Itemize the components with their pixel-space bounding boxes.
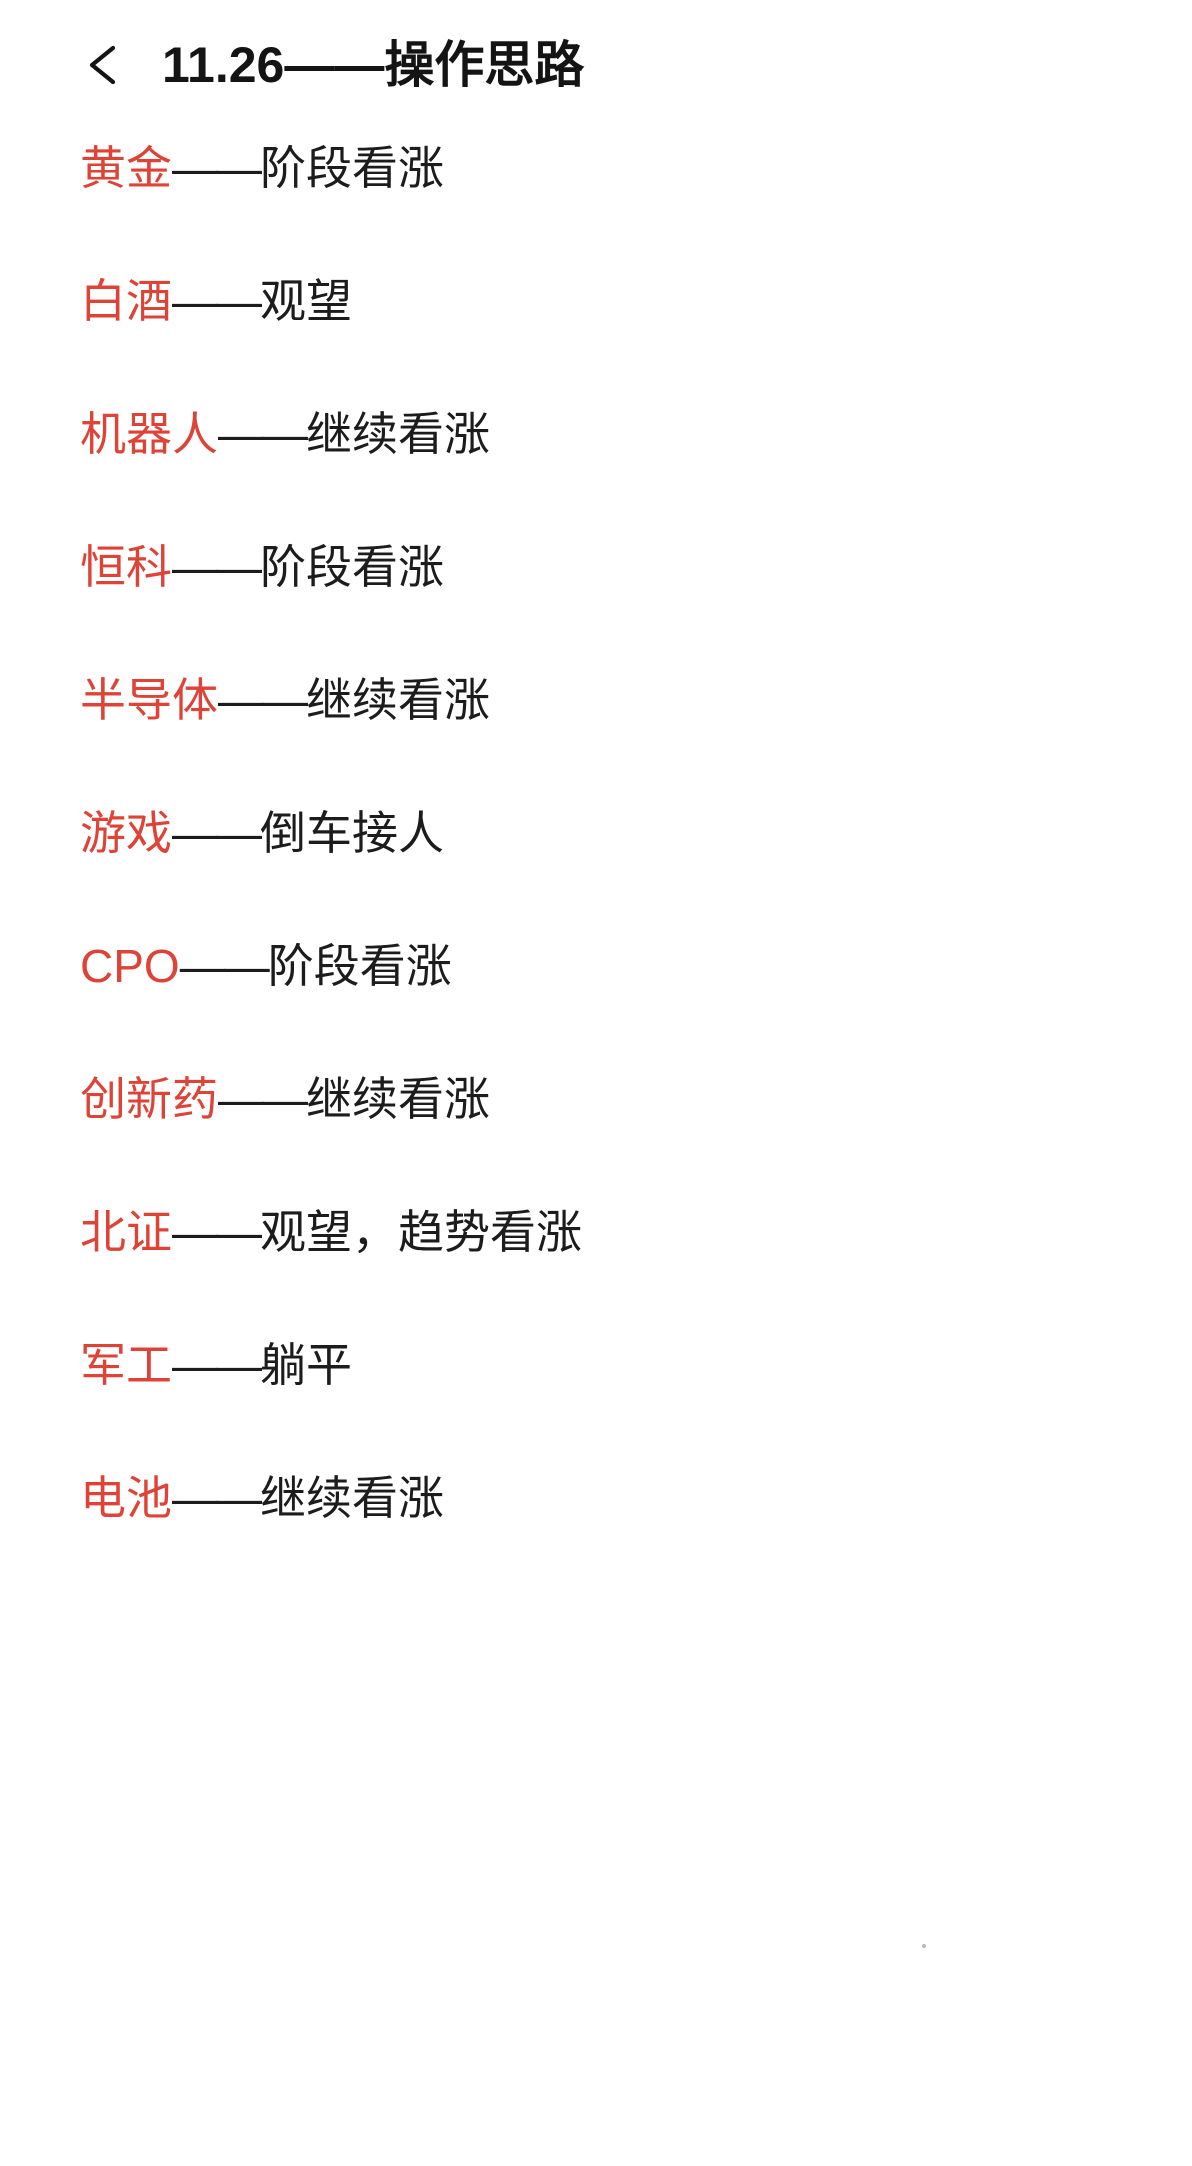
entry-line: 恒科——阶段看涨 — [80, 539, 444, 597]
entry-note: 观望 — [260, 275, 352, 327]
entry-separator: —— — [218, 1073, 308, 1125]
list-item: 白酒——观望 — [80, 273, 1192, 406]
entry-line: 半导体——继续看涨 — [80, 672, 490, 730]
entry-separator: —— — [172, 541, 262, 593]
entry-line: 北证——观望，趋势看涨 — [80, 1204, 582, 1262]
entry-note: 阶段看涨 — [267, 940, 452, 992]
entry-sector: CPO — [80, 940, 180, 992]
entry-sector: 军工 — [80, 1339, 172, 1391]
list-item: 半导体——继续看涨 — [80, 672, 1192, 805]
list-item: CPO——阶段看涨 — [80, 938, 1192, 1071]
entry-note: 继续看涨 — [306, 408, 490, 460]
entry-separator: —— — [179, 940, 270, 992]
entry-line: 游戏——倒车接人 — [80, 805, 444, 863]
entry-line: 创新药——继续看涨 — [80, 1071, 490, 1129]
entry-line: CPO——阶段看涨 — [80, 938, 452, 996]
entry-separator: —— — [172, 275, 262, 327]
entry-note: 躺平 — [260, 1339, 352, 1391]
entry-separator: —— — [172, 807, 262, 859]
list-item: 黄金——阶段看涨 — [80, 140, 1192, 273]
list-item: 军工——躺平 — [80, 1337, 1192, 1470]
page-header: 11.26——操作思路 — [0, 0, 1192, 96]
entry-sector: 游戏 — [80, 807, 172, 859]
list-item: 游戏——倒车接人 — [80, 805, 1192, 938]
entry-sector: 白酒 — [80, 275, 172, 327]
list-item: 创新药——继续看涨 — [80, 1071, 1192, 1204]
entry-note: 阶段看涨 — [260, 142, 444, 194]
back-arrow-icon — [79, 37, 135, 93]
list-item: 北证——观望，趋势看涨 — [80, 1204, 1192, 1337]
entry-separator: —— — [172, 1472, 262, 1524]
entry-separator: —— — [218, 674, 308, 726]
entry-sector: 机器人 — [80, 408, 218, 460]
entry-line: 黄金——阶段看涨 — [80, 140, 444, 198]
entry-line: 机器人——继续看涨 — [80, 406, 490, 464]
back-button[interactable] — [78, 36, 136, 94]
entry-note: 继续看涨 — [306, 1073, 490, 1125]
entry-note: 倒车接人 — [260, 807, 444, 859]
entry-separator: —— — [172, 142, 262, 194]
entry-separator: —— — [218, 408, 308, 460]
entry-sector: 黄金 — [80, 142, 172, 194]
entry-note: 继续看涨 — [306, 674, 490, 726]
list-item: 恒科——阶段看涨 — [80, 539, 1192, 672]
list-item: 电池——继续看涨 — [80, 1470, 1192, 1603]
entry-line: 白酒——观望 — [80, 273, 352, 331]
list-item: 机器人——继续看涨 — [80, 406, 1192, 539]
entry-note: 观望，趋势看涨 — [260, 1206, 582, 1258]
image-artifact-speck — [922, 1944, 926, 1948]
entry-sector: 恒科 — [80, 541, 172, 593]
entry-sector: 半导体 — [80, 674, 218, 726]
entry-sector: 电池 — [80, 1472, 172, 1524]
entry-sector: 创新药 — [80, 1073, 218, 1125]
entry-sector: 北证 — [80, 1206, 172, 1258]
entry-line: 军工——躺平 — [80, 1337, 352, 1395]
entry-line: 电池——继续看涨 — [80, 1470, 444, 1528]
entry-note: 阶段看涨 — [260, 541, 444, 593]
entry-separator: —— — [172, 1206, 262, 1258]
article-entry-list: 黄金——阶段看涨 白酒——观望 机器人——继续看涨 恒科——阶段看涨 半导体——… — [0, 140, 1192, 1603]
entry-note: 继续看涨 — [260, 1472, 444, 1524]
entry-separator: —— — [172, 1339, 262, 1391]
page-title: 11.26——操作思路 — [162, 36, 585, 93]
